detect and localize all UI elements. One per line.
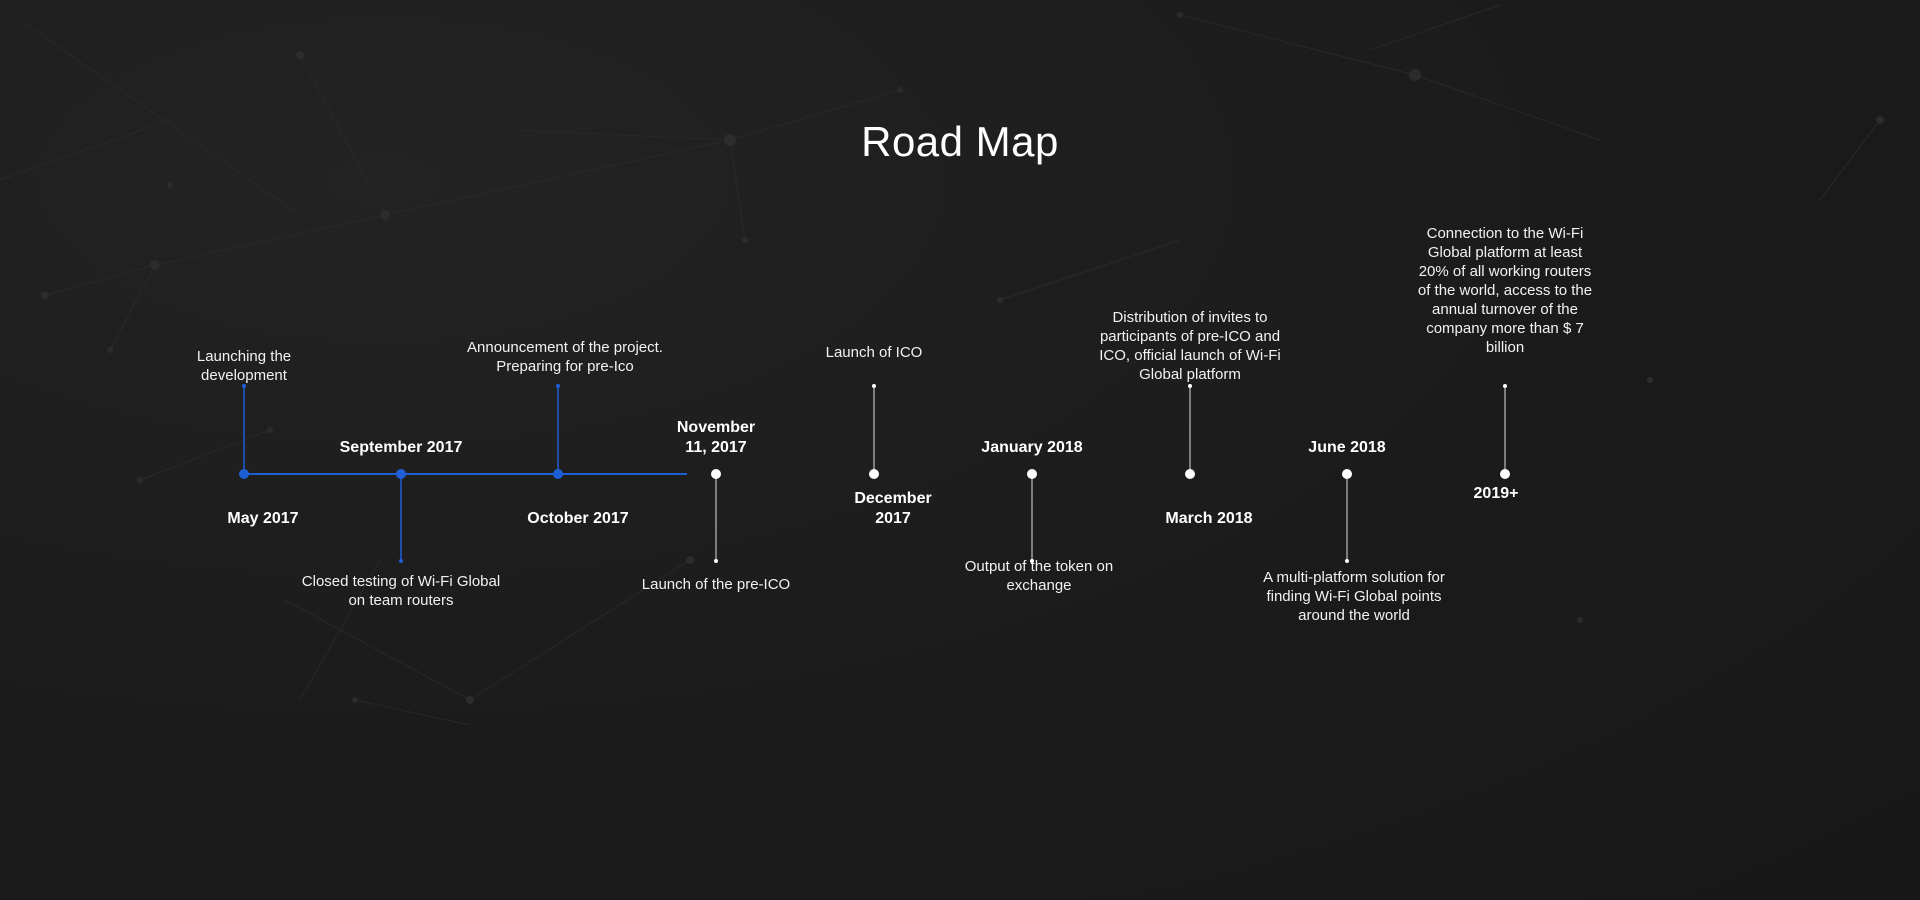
milestone-date: January 2018 [981, 439, 1083, 456]
milestone-node [239, 469, 249, 479]
milestone-date: December 2017 [854, 490, 932, 527]
milestone-date: March 2018 [1165, 510, 1253, 527]
page-title: Road Map [861, 118, 1059, 165]
milestone-node [1500, 469, 1510, 479]
milestone-node [711, 469, 721, 479]
milestone-connector-dot [1503, 384, 1507, 388]
milestone-connector-dot [1188, 384, 1192, 388]
milestone-connector-dot [399, 559, 403, 563]
milestone-date: September 2017 [339, 439, 463, 456]
milestone-connector-dot [1030, 559, 1034, 563]
milestone-connector-dot [242, 384, 246, 388]
milestone-description: Launching the development [196, 348, 292, 384]
milestone-description: Launch of ICO [825, 344, 923, 361]
milestone-node [1027, 469, 1037, 479]
milestone-node [396, 469, 406, 479]
milestone-connector-dot [1345, 559, 1349, 563]
milestone-date: November 11, 2017 [676, 419, 756, 456]
milestone-date: May 2017 [227, 510, 299, 527]
milestone-node [869, 469, 879, 479]
milestone-description: Connection to the Wi-Fi Global platform … [1417, 225, 1593, 356]
milestone-description: Closed testing of Wi-Fi Global on team r… [301, 573, 501, 609]
milestone-connector-dot [556, 384, 560, 388]
milestone-node [1185, 469, 1195, 479]
milestone-description: A multi-platform solution for finding Wi… [1263, 569, 1445, 624]
milestone-description: Distribution of invites to participants … [1099, 309, 1281, 383]
milestone-date: 2019+ [1473, 485, 1519, 502]
milestone-description: Launch of the pre-ICO [641, 576, 791, 593]
milestone-node [1342, 469, 1352, 479]
milestone-node [553, 469, 563, 479]
milestone-description: Announcement of the project. Preparing f… [467, 339, 663, 375]
milestone-date: June 2018 [1308, 439, 1386, 456]
milestone-connector-dot [872, 384, 876, 388]
milestone-description: Output of the token on exchange [964, 558, 1114, 594]
milestone-date: October 2017 [527, 510, 629, 527]
milestone-connector-dot [714, 559, 718, 563]
